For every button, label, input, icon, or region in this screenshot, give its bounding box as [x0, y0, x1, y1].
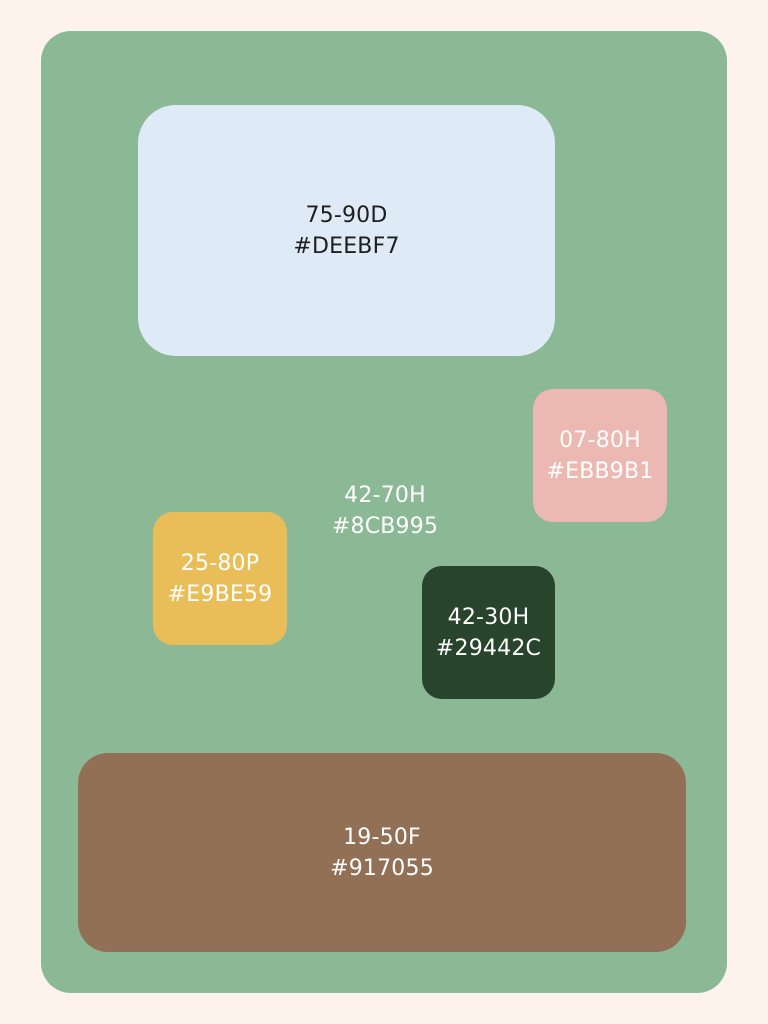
board-color-hex: #8CB995 [331, 514, 439, 539]
swatch-code: 25-80P [180, 550, 260, 576]
swatch-dark-green: 42-30H #29442C [422, 566, 555, 699]
board-color-code: 42-70H [344, 483, 426, 508]
swatch-code: 07-80H [559, 427, 641, 453]
swatch-hex: #DEEBF7 [293, 233, 400, 259]
board-color-label: 42-70H #8CB995 [305, 480, 465, 542]
swatch-code: 42-30H [447, 604, 530, 630]
swatch-brown: 19-50F #917055 [78, 753, 686, 952]
swatch-hex: #EBB9B1 [546, 458, 654, 484]
swatch-pink: 07-80H #EBB9B1 [533, 389, 667, 522]
swatch-hex: #E9BE59 [167, 581, 273, 607]
swatch-hex: #29442C [435, 635, 542, 661]
swatch-yellow: 25-80P #E9BE59 [153, 512, 287, 645]
swatch-light-blue: 75-90D #DEEBF7 [138, 105, 555, 356]
swatch-code: 75-90D [305, 202, 388, 228]
swatch-hex: #917055 [330, 855, 434, 881]
swatch-code: 19-50F [343, 824, 421, 850]
